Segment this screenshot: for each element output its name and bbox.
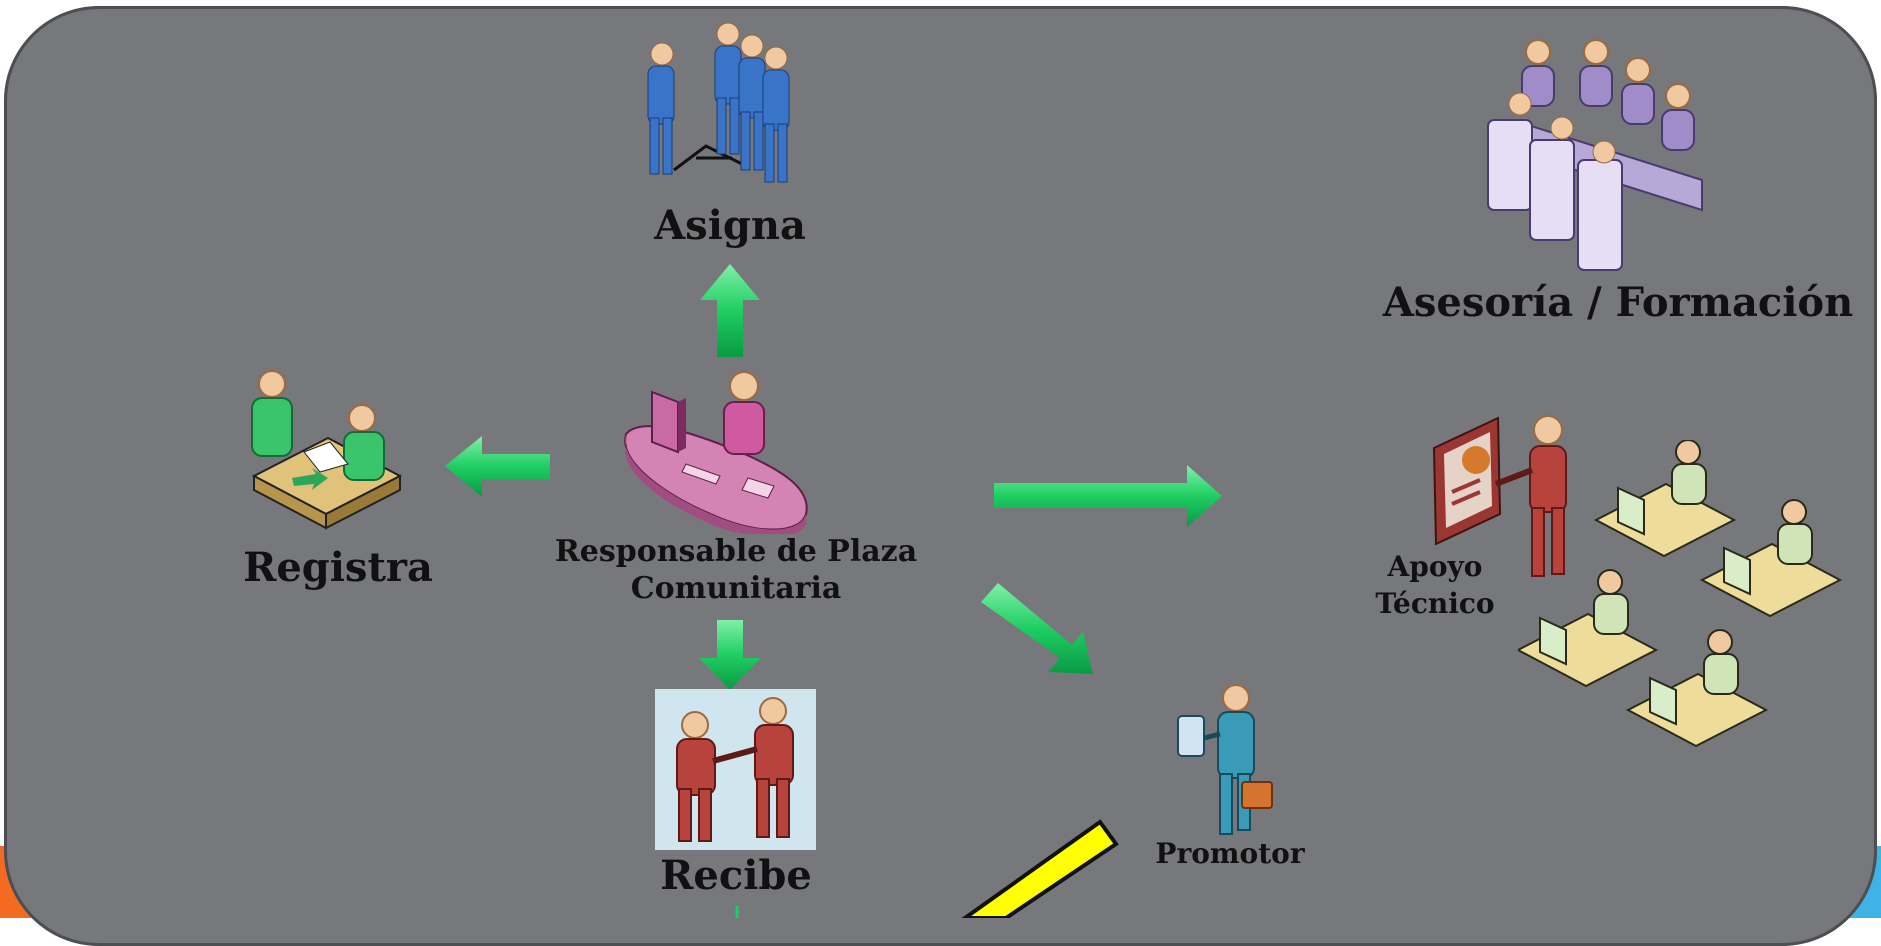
apoyo-label-line1: Apoyo (1387, 550, 1483, 583)
reception-desk-icon (624, 371, 808, 534)
registration-desk-icon (251, 370, 403, 530)
computer-workstations-icon (1518, 440, 1843, 748)
arrow-up (700, 264, 760, 357)
meeting-table-icon (1487, 39, 1703, 271)
arrow-left (445, 436, 550, 497)
highlighter-marker (961, 819, 1119, 918)
asesoria-label: Asesoría / Formación (1382, 279, 1854, 326)
asigna-label: Asigna (654, 202, 806, 249)
responsable-label-line1: Responsable de Plaza (554, 534, 918, 569)
arrow-right (994, 465, 1222, 527)
apoyo-label-line2: Técnico (1375, 587, 1495, 620)
arrow-diagonal (981, 583, 1093, 674)
arrow-down (699, 620, 761, 690)
promotor-label: Promotor (1155, 837, 1305, 870)
handshake-icon (655, 689, 816, 850)
registra-label: Registra (243, 544, 433, 591)
team-icon (647, 22, 790, 183)
recibe-label: Recibe (660, 852, 812, 899)
responsable-label-line2: Comunitaria (630, 571, 842, 606)
arrows-layer (445, 264, 1222, 918)
presenter-icon (1432, 415, 1567, 577)
promoter-icon (1177, 684, 1273, 835)
